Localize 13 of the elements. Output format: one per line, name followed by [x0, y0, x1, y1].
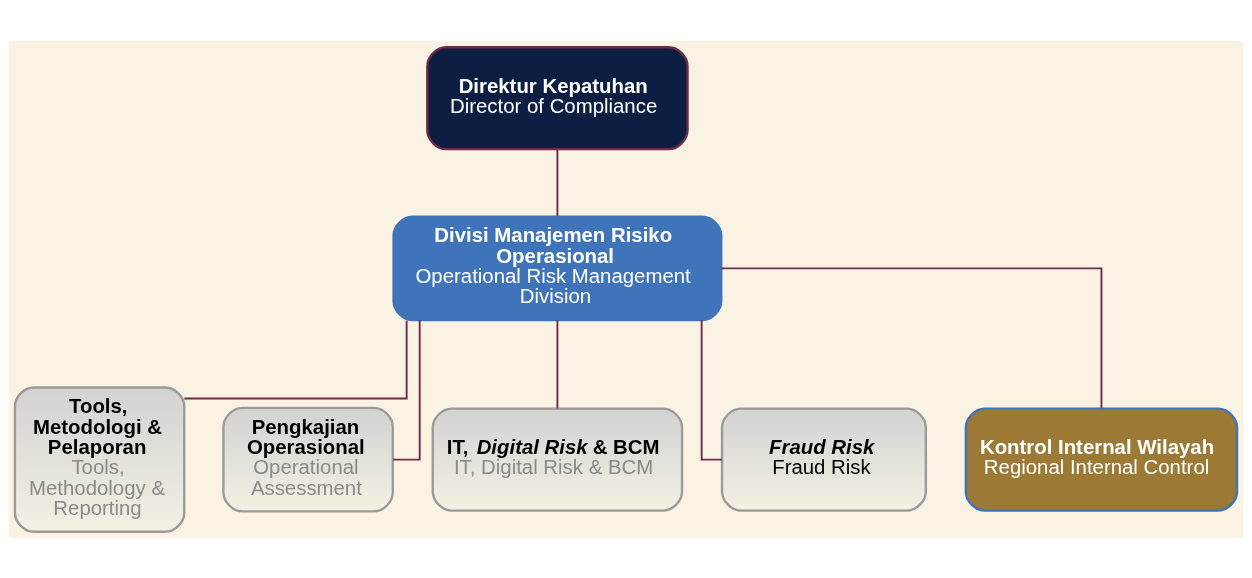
node-box: Pengkajian Operasional Operational Assessment — [222, 406, 394, 513]
connector — [556, 147, 559, 217]
connector — [700, 318, 723, 461]
connector — [183, 319, 408, 399]
node-box: Tools, Metodologi & Pelaporan Tools, Methodology & Reporting — [13, 385, 186, 533]
connector — [392, 318, 421, 461]
node-box: Fraud Risk Fraud Risk — [720, 406, 928, 512]
node-box: Kontrol Internal Wilayah Regional Internal Control — [964, 406, 1239, 512]
connector — [556, 318, 559, 409]
node-box: IT, Digital Risk & BCM IT, Digital Risk & BCM — [431, 406, 684, 512]
node-box: Divisi Manajemen Risiko Operasional Operational Risk Management Division — [392, 214, 723, 321]
node-box: Direktur Kepatuhan Director of Compliance — [426, 45, 689, 150]
connector — [720, 266, 1103, 409]
